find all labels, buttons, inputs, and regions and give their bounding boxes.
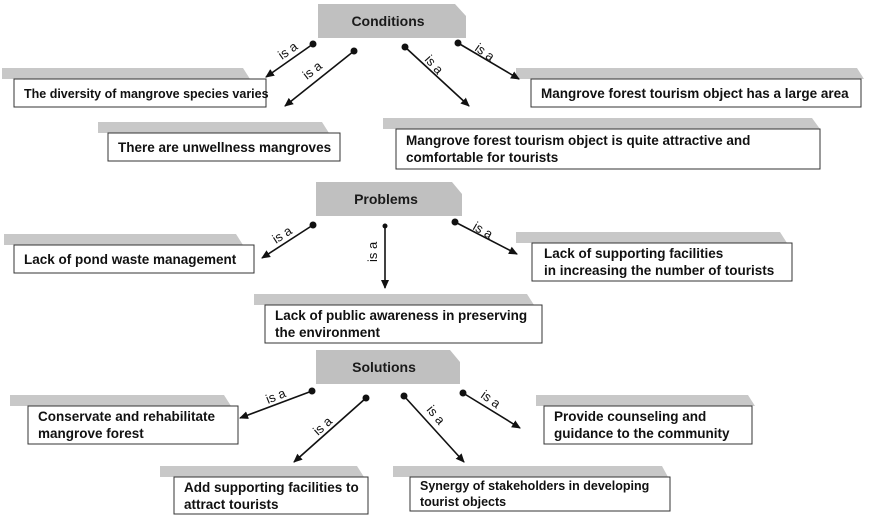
box-label: Mangrove forest tourism object is quite … [406,133,750,148]
is-a-label: is a [471,219,497,242]
box-frame [13,244,255,274]
box-tab [10,395,231,406]
box-label: Conservate and rehabilitate [38,409,216,424]
is-a-label: is a [310,413,336,438]
is-a-label: is a [264,385,289,407]
box-label-line2: mangrove forest [38,426,144,441]
box-label-line2: in increasing the number of tourists [544,263,774,278]
is-a-label: is a [422,52,447,78]
box-label: Add supporting facilities to [184,480,359,495]
box-label-line2: guidance to the community [554,426,730,441]
box-label-line2: comfortable for tourists [406,150,558,165]
problems-arrow-to-pond-waste: is a [261,221,317,259]
is-a-label: is a [472,40,498,64]
box-frame [543,405,753,445]
solutions-header: Solutions [316,350,460,384]
solution-box-synergy: Synergy of stakeholders in developing to… [393,466,671,512]
conditions-arrow-to-large-area: is a [454,39,520,80]
box-frame [395,128,821,170]
header-shape [318,4,466,38]
box-tab [393,466,668,477]
box-label: Lack of public awareness in preserving [275,308,527,323]
box-tab [383,118,820,129]
box-label: Provide counseling and [554,409,706,424]
box-label: The diversity of mangrove species varies [24,87,269,101]
problem-box-supporting-facilities: Lack of supporting facilities in increas… [516,232,793,282]
arrow-line [293,397,367,463]
box-frame [13,78,267,108]
box-frame [107,132,341,162]
box-tab [2,68,250,79]
conditions-arrow-to-attractive: is a [401,43,470,107]
solutions-arrow-to-conservate: is a [239,385,316,419]
problems-header: Problems [316,182,462,216]
box-frame [264,304,543,344]
condition-box-large-area: Mangrove forest tourism object has a lar… [516,68,864,108]
header-shape [316,350,460,384]
box-tab [516,232,787,243]
section-problems: Problems Lack of pond waste management L… [4,182,793,344]
box-label: There are unwellness mangroves [118,140,331,155]
box-tab [516,68,864,79]
box-label: Lack of pond waste management [24,252,237,267]
box-frame [530,78,862,108]
arrow-line [454,221,518,255]
solutions-arrow-to-counseling: is a [459,387,521,429]
box-tab [98,122,329,133]
header-shape [316,182,462,216]
box-tab [4,234,243,245]
box-tab [536,395,755,406]
box-label: Mangrove forest tourism object has a lar… [541,86,849,101]
box-frame [173,476,369,515]
box-tab [160,466,364,477]
arrow-line [284,50,355,107]
box-frame [409,476,671,512]
solution-box-add-facilities: Add supporting facilities to attract tou… [160,466,369,515]
is-a-label: is a [275,38,301,62]
is-a-label: is a [300,58,326,83]
solutions-arrow-to-add-facilities: is a [293,394,370,463]
box-label-line2: tourist objects [420,495,506,509]
condition-box-attractive-comfortable: Mangrove forest tourism object is quite … [383,118,821,170]
arrow-line [462,392,521,429]
arrow-line [457,42,520,80]
header-label: Problems [354,191,418,207]
arrow-line [265,43,314,78]
section-conditions: Conditions The diversity of mangrove spe… [2,4,864,170]
problems-arrow-to-supporting-facilities: is a [451,218,518,255]
box-label-line2: the environment [275,325,381,340]
arrow-line [261,224,314,259]
condition-box-unwellness-mangroves: There are unwellness mangroves [98,122,341,162]
problems-arrow-to-public-awareness: is a [365,223,389,289]
box-tab [254,294,534,305]
box-frame [531,242,793,282]
box-label: Synergy of stakeholders in developing [420,479,649,493]
box-label-line2: attract tourists [184,497,279,512]
conditions-header: Conditions [318,4,466,38]
is-a-label: is a [365,241,380,262]
is-a-label: is a [269,222,295,246]
problem-box-pond-waste: Lack of pond waste management [4,234,255,274]
solution-box-conservate: Conservate and rehabilitate mangrove for… [10,395,239,445]
box-frame [27,405,239,445]
arrow-line [239,390,313,419]
is-a-label: is a [424,402,449,428]
solutions-arrow-to-synergy: is a [400,392,465,463]
section-solutions: Solutions Conservate and rehabilitate ma… [10,350,755,515]
condition-box-species-diversity: The diversity of mangrove species varies [2,68,269,108]
header-label: Solutions [352,359,416,375]
arrow-line [403,395,465,463]
header-label: Conditions [351,13,424,29]
arrow-line [404,46,470,107]
is-a-label: is a [478,387,504,411]
box-label: Lack of supporting facilities [544,246,723,261]
solution-box-counseling: Provide counseling and guidance to the c… [536,395,755,445]
problem-box-public-awareness: Lack of public awareness in preserving t… [254,294,543,344]
